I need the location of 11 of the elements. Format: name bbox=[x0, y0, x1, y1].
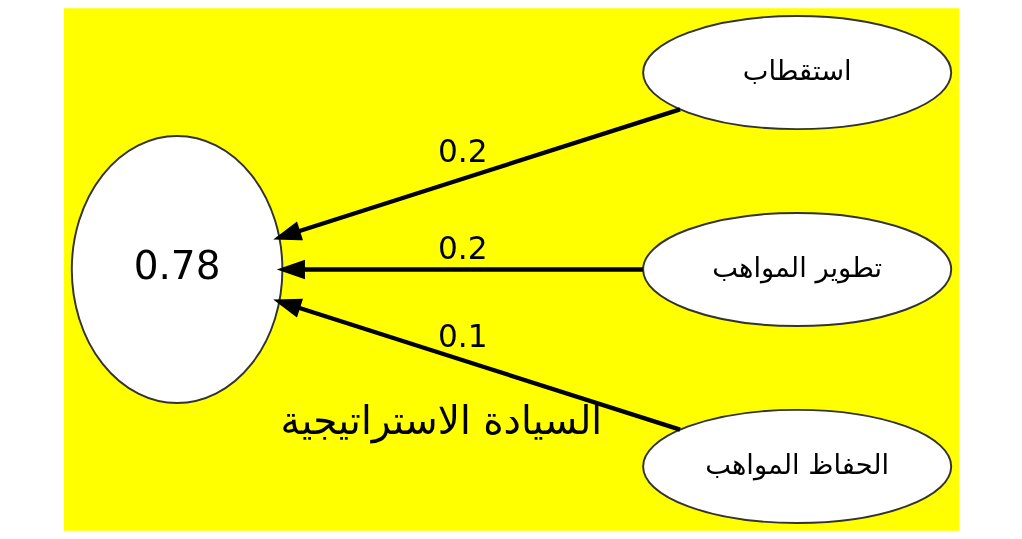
node-ellipse: تطوير المواهب bbox=[641, 211, 952, 328]
node-label: السيادة الاستراتيجية bbox=[280, 398, 602, 444]
arrow bbox=[272, 298, 681, 432]
arrow bbox=[272, 107, 681, 241]
node-ellipse: الحفاظ المواهب bbox=[641, 408, 952, 524]
edge-label: 0.2 bbox=[437, 230, 488, 267]
arrow bbox=[276, 259, 643, 280]
edge-label: 0.2 bbox=[437, 132, 488, 169]
edge-label: 0.1 bbox=[437, 318, 488, 355]
node-ellipse: استقطاب bbox=[641, 15, 952, 131]
node-ellipse: 0.78 bbox=[70, 134, 283, 405]
